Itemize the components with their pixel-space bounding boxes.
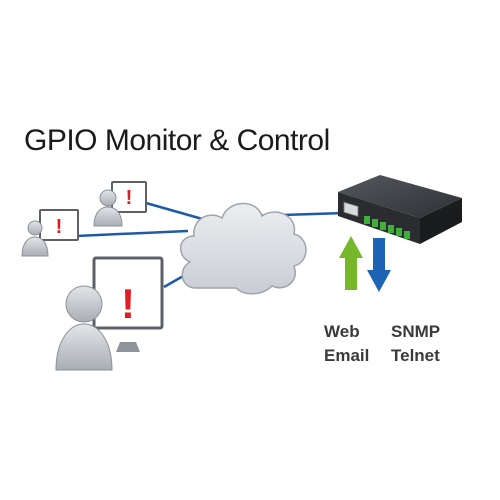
arrow-down-icon <box>367 238 391 292</box>
alert-mark: ! <box>121 280 135 327</box>
diagram-title: GPIO Monitor & Control <box>24 124 330 157</box>
gpio-device-icon <box>338 175 462 244</box>
protocol-telnet: Telnet <box>391 346 440 365</box>
protocol-web: Web <box>324 322 360 341</box>
user-monitor-alert-icon: ! <box>21 209 79 257</box>
protocol-email: Email <box>324 346 370 365</box>
user-monitor-alert-icon: ! <box>93 181 147 227</box>
alert-mark: ! <box>126 187 133 209</box>
device-terminals <box>364 216 410 239</box>
cloud-icon <box>180 202 307 295</box>
link-user-small-to-cloud <box>75 229 189 238</box>
user-monitor-alert-icon: ! <box>55 256 164 371</box>
protocol-snmp: SNMP <box>391 322 441 341</box>
alert-mark: ! <box>56 216 63 238</box>
arrow-up-icon <box>339 236 363 290</box>
